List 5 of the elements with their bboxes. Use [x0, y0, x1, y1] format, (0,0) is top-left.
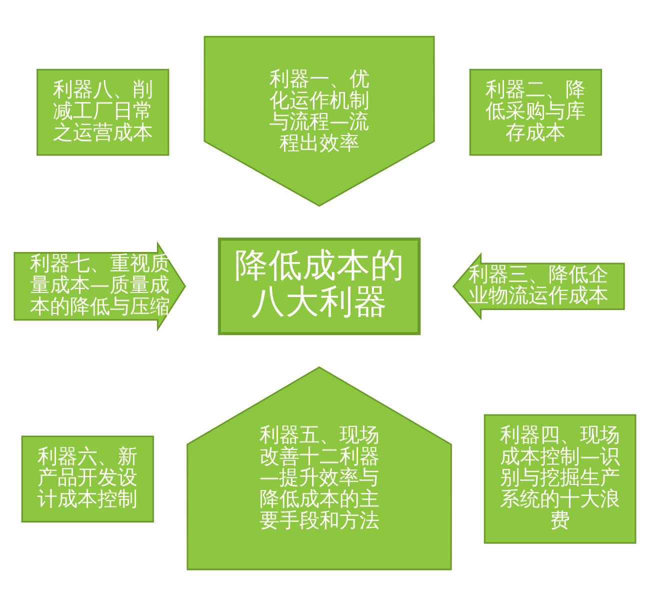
node-box: 利器二、降低采购与库存成本	[469, 68, 602, 156]
node-box: 利器八、削减工厂日常之运营成本	[36, 68, 170, 156]
node-box: 降低成本的八大利器	[218, 237, 421, 335]
node-box: 利器四、现场成本控制—识别与挖掘生产系统的十大浪费	[484, 414, 636, 544]
node-box: 利器六、新产品开发设计成本控制	[21, 435, 154, 522]
